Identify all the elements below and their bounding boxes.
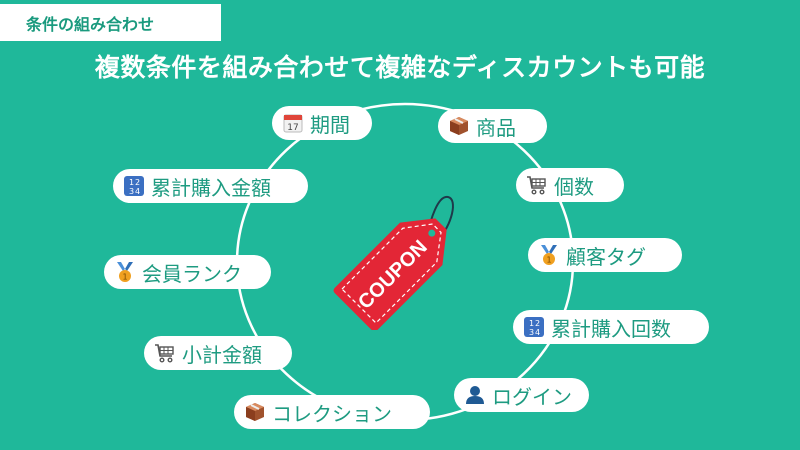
section-tag: 条件の組み合わせ bbox=[0, 4, 221, 41]
condition-label: 商品 bbox=[476, 115, 516, 140]
svg-text:1: 1 bbox=[529, 319, 534, 328]
svg-text:17: 17 bbox=[287, 123, 298, 133]
condition-label: 会員ランク bbox=[142, 261, 242, 286]
condition-collection[interactable]: コレクション bbox=[234, 395, 430, 429]
condition-login[interactable]: ログイン bbox=[454, 378, 589, 412]
condition-label: 個数 bbox=[554, 174, 594, 199]
condition-product[interactable]: 商品 bbox=[438, 109, 547, 143]
svg-text:3: 3 bbox=[129, 187, 134, 196]
condition-label: 累計購入回数 bbox=[551, 316, 671, 341]
condition-period[interactable]: 17 期間 bbox=[272, 106, 372, 140]
svg-text:1: 1 bbox=[129, 178, 134, 187]
condition-label: 累計購入金額 bbox=[151, 175, 271, 200]
condition-label: ログイン bbox=[492, 384, 572, 409]
condition-customer-tag[interactable]: 1 顧客タグ bbox=[528, 238, 682, 272]
condition-label: 顧客タグ bbox=[566, 244, 646, 269]
package-icon bbox=[448, 115, 470, 137]
page-title: 複数条件を組み合わせて複雑なディスカウントも可能 bbox=[94, 53, 706, 82]
svg-text:1: 1 bbox=[122, 273, 127, 282]
condition-label: 期間 bbox=[310, 112, 350, 137]
svg-text:3: 3 bbox=[529, 328, 534, 337]
calendar-icon: 17 bbox=[282, 112, 304, 134]
condition-subtotal[interactable]: 小計金額 bbox=[144, 336, 292, 370]
medal-icon: 1 bbox=[538, 244, 560, 266]
package-icon bbox=[244, 401, 266, 423]
medal-icon: 1 bbox=[114, 261, 136, 283]
svg-text:2: 2 bbox=[535, 319, 540, 328]
shopping-cart-icon bbox=[526, 174, 548, 196]
condition-member-rank[interactable]: 1 会員ランク bbox=[104, 255, 271, 289]
condition-label: 小計金額 bbox=[182, 342, 262, 367]
svg-text:4: 4 bbox=[135, 187, 140, 196]
svg-text:4: 4 bbox=[535, 328, 540, 337]
svg-text:2: 2 bbox=[135, 178, 140, 187]
svg-text:1: 1 bbox=[546, 256, 551, 265]
section-tag-label: 条件の組み合わせ bbox=[26, 14, 155, 34]
condition-quantity[interactable]: 個数 bbox=[516, 168, 624, 202]
condition-label: コレクション bbox=[272, 401, 392, 426]
user-icon bbox=[464, 384, 486, 406]
coupon-tag-icon: COUPON bbox=[330, 185, 470, 332]
shopping-cart-icon bbox=[154, 342, 176, 364]
